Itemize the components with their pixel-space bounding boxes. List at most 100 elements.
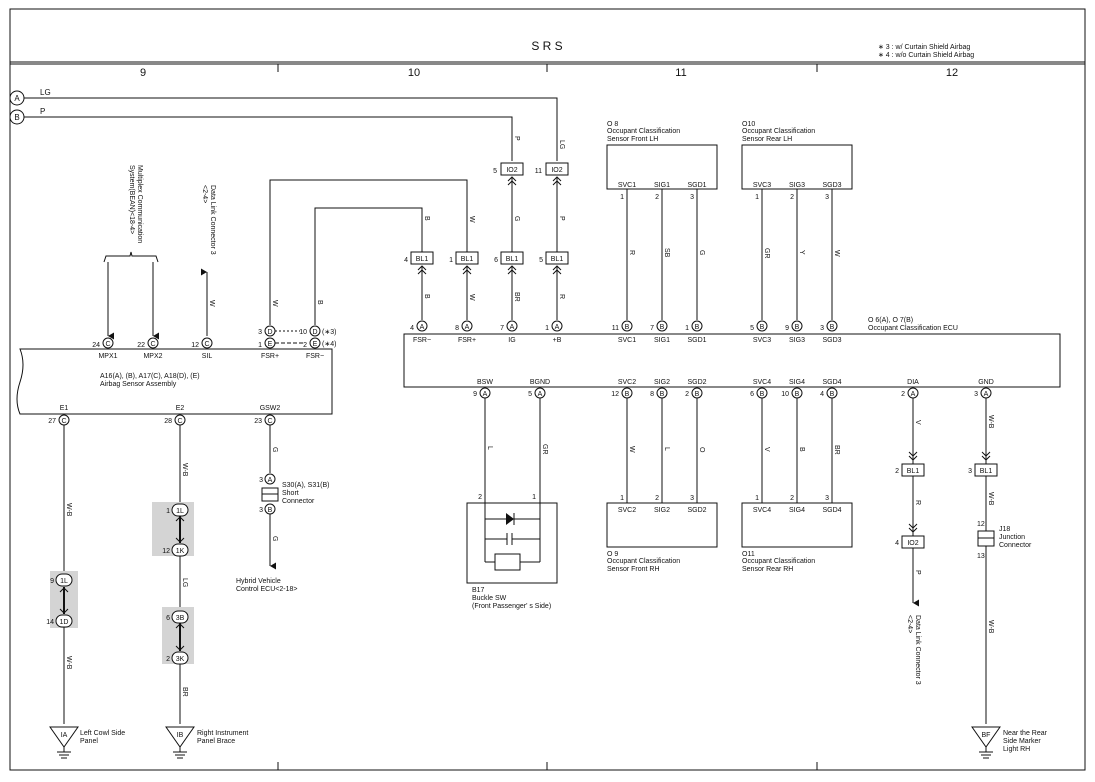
sensor-o8: O 8 Occupant Classification Sensor Front… [606,121,718,258]
svg-text:Y: Y [798,250,805,255]
header-note-1: ∗ 3 : w/ Curtain Shield Airbag [878,44,970,51]
srs-pin-mpx2: 22 C MPX2 [137,337,163,360]
svg-text:4: 4 [410,325,414,332]
svg-text:Side Marker: Side Marker [1003,738,1041,745]
svg-text:IO2: IO2 [551,167,562,174]
svg-text:W-B: W-B [65,656,72,670]
svg-text:12: 12 [611,391,619,398]
svg-text:W: W [468,216,475,223]
svg-text:9: 9 [50,578,54,585]
ground-ib: IB Right Instrument Panel Brace [165,726,248,759]
page-title: S R S [531,39,562,53]
svg-text:1L: 1L [60,578,68,585]
bl1-connector-6: 6 BL1 [494,251,524,265]
svg-text:8: 8 [455,325,459,332]
svg-text:O10: O10 [742,121,755,128]
svg-text:1: 1 [620,495,624,502]
svg-text:O 9: O 9 [607,551,618,558]
svg-text:S30(A), S31(B): S30(A), S31(B) [282,482,329,489]
svg-text:1: 1 [685,325,689,332]
svg-text:2: 2 [478,494,482,501]
svg-text:FSR+: FSR+ [458,337,476,344]
svg-text:C: C [204,341,209,348]
svg-text:SIG3: SIG3 [789,337,805,344]
dlc-bottom-label-1: Data Link Connector 3 [914,615,921,685]
svg-text:Panel: Panel [80,738,98,745]
svg-text:B: B [268,507,273,514]
svg-text:SVC4: SVC4 [753,507,771,514]
svg-text:24: 24 [92,342,100,349]
svg-text:Left Cowl Side: Left Cowl Side [80,730,125,737]
svg-text:5: 5 [750,325,754,332]
svg-text:SVC2: SVC2 [618,507,636,514]
svg-text:2: 2 [895,468,899,475]
svg-text:3: 3 [690,495,694,502]
svg-text:Occupant Classification: Occupant Classification [607,558,680,565]
svg-text:A: A [510,324,515,331]
svg-text:Buckle SW: Buckle SW [472,595,507,602]
svg-text:B: B [830,391,835,398]
svg-text:2: 2 [790,495,794,502]
svg-text:12: 12 [162,548,170,555]
svg-text:8: 8 [650,391,654,398]
svg-text:G: G [513,216,520,221]
svg-text:12: 12 [977,521,985,528]
svg-text:6: 6 [750,391,754,398]
svg-text:DIA: DIA [907,379,919,386]
svg-text:5: 5 [493,168,497,175]
svg-text:5: 5 [528,391,532,398]
multiplex-label-2: System(BEAN)<18-4> [128,165,135,234]
svg-text:O11: O11 [742,551,755,558]
bl1-connector-2: 2 BL1 [895,463,925,477]
svg-text:22: 22 [137,342,145,349]
svg-text:GSW2: GSW2 [260,405,281,412]
svg-text:G: G [271,447,278,452]
svg-text:A: A [14,94,20,103]
svg-text:E2: E2 [176,405,185,412]
svg-text:B: B [695,391,700,398]
svg-text:B: B [830,324,835,331]
svg-text:W-B: W-B [987,620,994,634]
svg-text:BGND: BGND [530,379,550,386]
sensor-o10: O10 Occupant Classification Sensor Rear … [741,121,853,259]
airbag-ecu-title-1: A16(A), (B), A17(C), A18(D), (E) [100,373,200,380]
svg-text:O: O [698,447,705,453]
svg-text:W: W [468,294,475,301]
column-label-9: 9 [140,67,146,79]
splice-1l-1d: 9 1L 14 1D [46,573,73,628]
svg-text:B: B [760,391,765,398]
bl1-connector-5: 5 BL1 [539,251,569,265]
io2-connector-4: 4 IO2 [895,535,925,549]
bl1-connector-4: 4 BL1 [404,251,434,265]
bl1-connector-1: 1 BL1 [449,251,479,265]
svg-text:B: B [660,391,665,398]
ground-ia: IA Left Cowl Side Panel [49,726,125,759]
svg-text:GND: GND [978,379,994,386]
svg-text:1K: 1K [176,548,185,555]
multiplex-brace [103,251,159,263]
svg-text:B: B [625,324,630,331]
short-connector: 3 A 3 B S30(A), S31(B) Short Connector [259,473,329,515]
svg-text:SGD2: SGD2 [687,379,706,386]
svg-text:MPX2: MPX2 [143,353,162,360]
dlc-top-label-2: <2-4> [201,185,208,203]
svg-text:W: W [271,300,278,307]
svg-text:3B: 3B [176,615,185,622]
svg-text:1D: 1D [60,619,69,626]
svg-text:BR: BR [513,292,520,302]
svg-text:W-B: W-B [987,492,994,506]
svg-text:1: 1 [258,342,262,349]
svg-text:3: 3 [258,329,262,336]
bl1-connector-3: 3 BL1 [968,463,998,477]
svg-text:GR: GR [763,248,770,259]
